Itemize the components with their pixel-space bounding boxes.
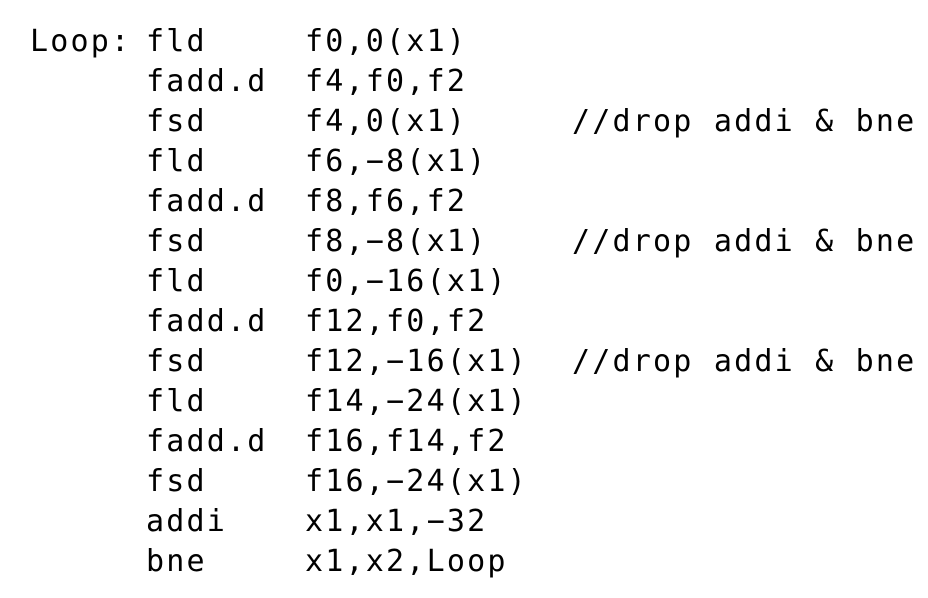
instruction-operands: f8,f6,f2 — [305, 184, 468, 219]
instruction-mnemonic: fsd — [146, 104, 207, 139]
code-line: fsd f16,−24(x1) — [30, 462, 928, 502]
instruction-operands: f0,−16(x1) — [305, 264, 508, 299]
instruction-label — [30, 502, 146, 542]
instruction-operands: f4,f0,f2 — [305, 64, 468, 99]
instruction-operands: x1,x1,−32 — [305, 504, 488, 539]
instruction-operands: x1,x2,Loop — [305, 544, 508, 579]
code-line: fadd.d f4,f0,f2 — [30, 62, 928, 102]
instruction-operands: f4,0(x1) — [305, 104, 468, 139]
instruction-mnemonic: fadd.d — [146, 184, 268, 219]
code-line: fadd.d f12,f0,f2 — [30, 302, 928, 342]
instruction-mnemonic: fsd — [146, 224, 207, 259]
code-line: fld f14,−24(x1) — [30, 382, 928, 422]
code-line: fsd f12,−16(x1) //drop addi & bne — [30, 342, 928, 382]
instruction-operands: f0,0(x1) — [305, 24, 468, 59]
instruction-comment — [572, 302, 928, 342]
instruction-mnemonic: fld — [146, 144, 207, 179]
instruction-comment — [572, 422, 928, 462]
instruction-label — [30, 262, 146, 302]
instruction-comment: //drop addi & bne — [572, 104, 917, 139]
instruction-comment — [572, 542, 928, 582]
code-line: fsd f4,0(x1) //drop addi & bne — [30, 102, 928, 142]
instruction-label — [30, 102, 146, 142]
instruction-comment — [572, 382, 928, 422]
instruction-comment — [572, 142, 928, 182]
instruction-label — [30, 182, 146, 222]
instruction-label — [30, 302, 146, 342]
instruction-operands: f8,−8(x1) — [305, 224, 488, 259]
instruction-operands: f12,−16(x1) — [305, 344, 528, 379]
instruction-mnemonic: fadd.d — [146, 304, 268, 339]
code-listing: Loop: fld f0,0(x1) fadd.d f4,f0,f2 fsd f… — [30, 22, 928, 582]
instruction-comment: //drop addi & bne — [572, 344, 917, 379]
code-line: fadd.d f16,f14,f2 — [30, 422, 928, 462]
instruction-operands: f16,−24(x1) — [305, 464, 528, 499]
instruction-mnemonic: fld — [146, 384, 207, 419]
instruction-operands: f14,−24(x1) — [305, 384, 528, 419]
instruction-mnemonic: fld — [146, 24, 207, 59]
instruction-mnemonic: fadd.d — [146, 424, 268, 459]
instruction-operands: f16,f14,f2 — [305, 424, 508, 459]
instruction-comment: //drop addi & bne — [572, 224, 917, 259]
instruction-comment — [572, 22, 928, 62]
instruction-label — [30, 462, 146, 502]
instruction-mnemonic: fsd — [146, 464, 207, 499]
code-line: Loop: fld f0,0(x1) — [30, 22, 928, 62]
instruction-comment — [572, 182, 928, 222]
instruction-label — [30, 62, 146, 102]
instruction-comment — [572, 262, 928, 302]
instruction-comment — [572, 462, 928, 502]
code-line: fadd.d f8,f6,f2 — [30, 182, 928, 222]
instruction-label — [30, 382, 146, 422]
code-line: bne x1,x2,Loop — [30, 542, 928, 582]
code-line: fsd f8,−8(x1) //drop addi & bne — [30, 222, 928, 262]
code-line: addi x1,x1,−32 — [30, 502, 928, 542]
instruction-mnemonic: bne — [146, 544, 207, 579]
code-line: fld f6,−8(x1) — [30, 142, 928, 182]
instruction-comment — [572, 62, 928, 102]
code-line: fld f0,−16(x1) — [30, 262, 928, 302]
instruction-label — [30, 142, 146, 182]
instruction-mnemonic: fld — [146, 264, 207, 299]
instruction-comment — [572, 502, 928, 542]
instruction-mnemonic: addi — [146, 504, 228, 539]
instruction-label: Loop: — [30, 24, 132, 59]
instruction-label — [30, 542, 146, 582]
instruction-mnemonic: fadd.d — [146, 64, 268, 99]
instruction-label — [30, 422, 146, 462]
instruction-operands: f12,f0,f2 — [305, 304, 488, 339]
instruction-mnemonic: fsd — [146, 344, 207, 379]
instruction-label — [30, 342, 146, 382]
instruction-label — [30, 222, 146, 262]
instruction-operands: f6,−8(x1) — [305, 144, 488, 179]
